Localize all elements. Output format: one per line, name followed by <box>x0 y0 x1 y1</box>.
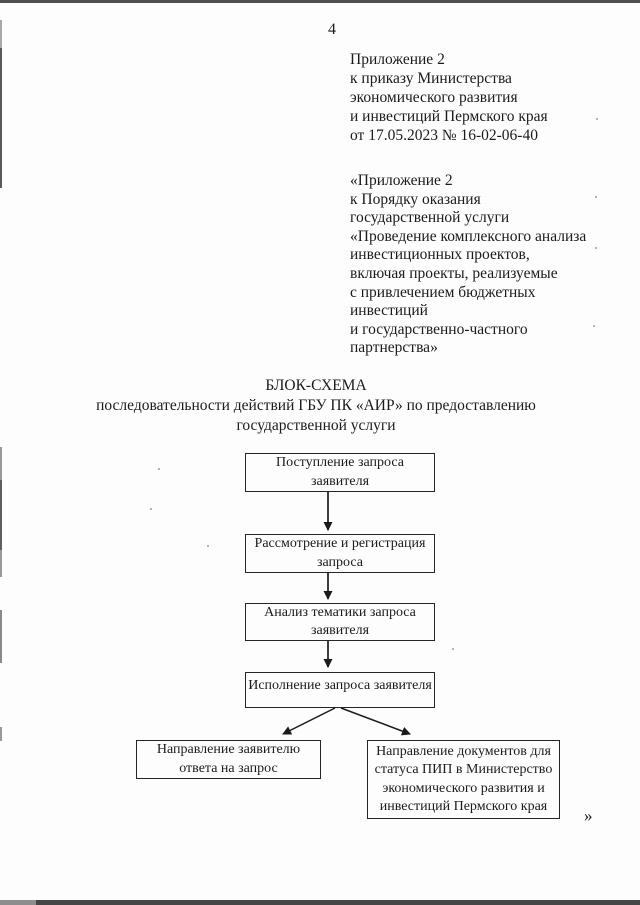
flow-node-review-and-registration: Рассмотрение и регистрация запроса <box>245 534 435 573</box>
flow-node-request-execution: Исполнение запроса заявителя <box>245 672 435 708</box>
scan-speck <box>595 196 597 198</box>
scan-artifact-left-edge <box>0 727 2 741</box>
scan-speck <box>593 325 595 327</box>
flowchart-title: БЛОК-СХЕМА последовательности действий Г… <box>96 377 536 434</box>
closing-quote-mark: » <box>584 806 593 825</box>
scan-speck <box>596 118 598 120</box>
scan-artifact-left-edge <box>0 20 2 48</box>
flow-node-request-received: Поступление запроса заявителя <box>245 453 435 492</box>
scan-speck <box>595 247 597 249</box>
scan-speck <box>207 545 209 547</box>
scan-artifact-left-edge <box>0 48 2 188</box>
scan-speck <box>150 508 152 510</box>
arrow-node4-to-node6 <box>340 707 411 736</box>
scan-artifact-left-edge <box>0 610 2 663</box>
flow-node-send-documents-to-ministry: Направление документов для статуса ПИП в… <box>367 740 560 819</box>
appendix-reference-block: Приложение 2 к приказу Министерства экон… <box>350 51 548 144</box>
scan-artifact-top-edge <box>0 0 640 3</box>
flow-node-topic-analysis: Анализ тематики запроса заявителя <box>245 603 435 641</box>
scan-artifact-left-edge <box>0 480 2 550</box>
scan-artifact-bottom-edge <box>0 900 640 905</box>
order-reference-block: «Приложение 2 к Порядку оказания государ… <box>350 172 587 357</box>
page-number: 4 <box>328 21 336 38</box>
scan-speck <box>452 648 454 650</box>
arrow-node4-to-node5 <box>282 707 336 735</box>
scan-artifact-bottom-edge-light <box>0 900 36 905</box>
scan-artifact-left-edge <box>0 550 2 577</box>
scan-artifact-left-edge <box>0 447 2 480</box>
scan-speck <box>158 468 160 470</box>
flow-node-send-response-to-applicant: Направление заявителю ответа на запрос <box>136 740 321 779</box>
